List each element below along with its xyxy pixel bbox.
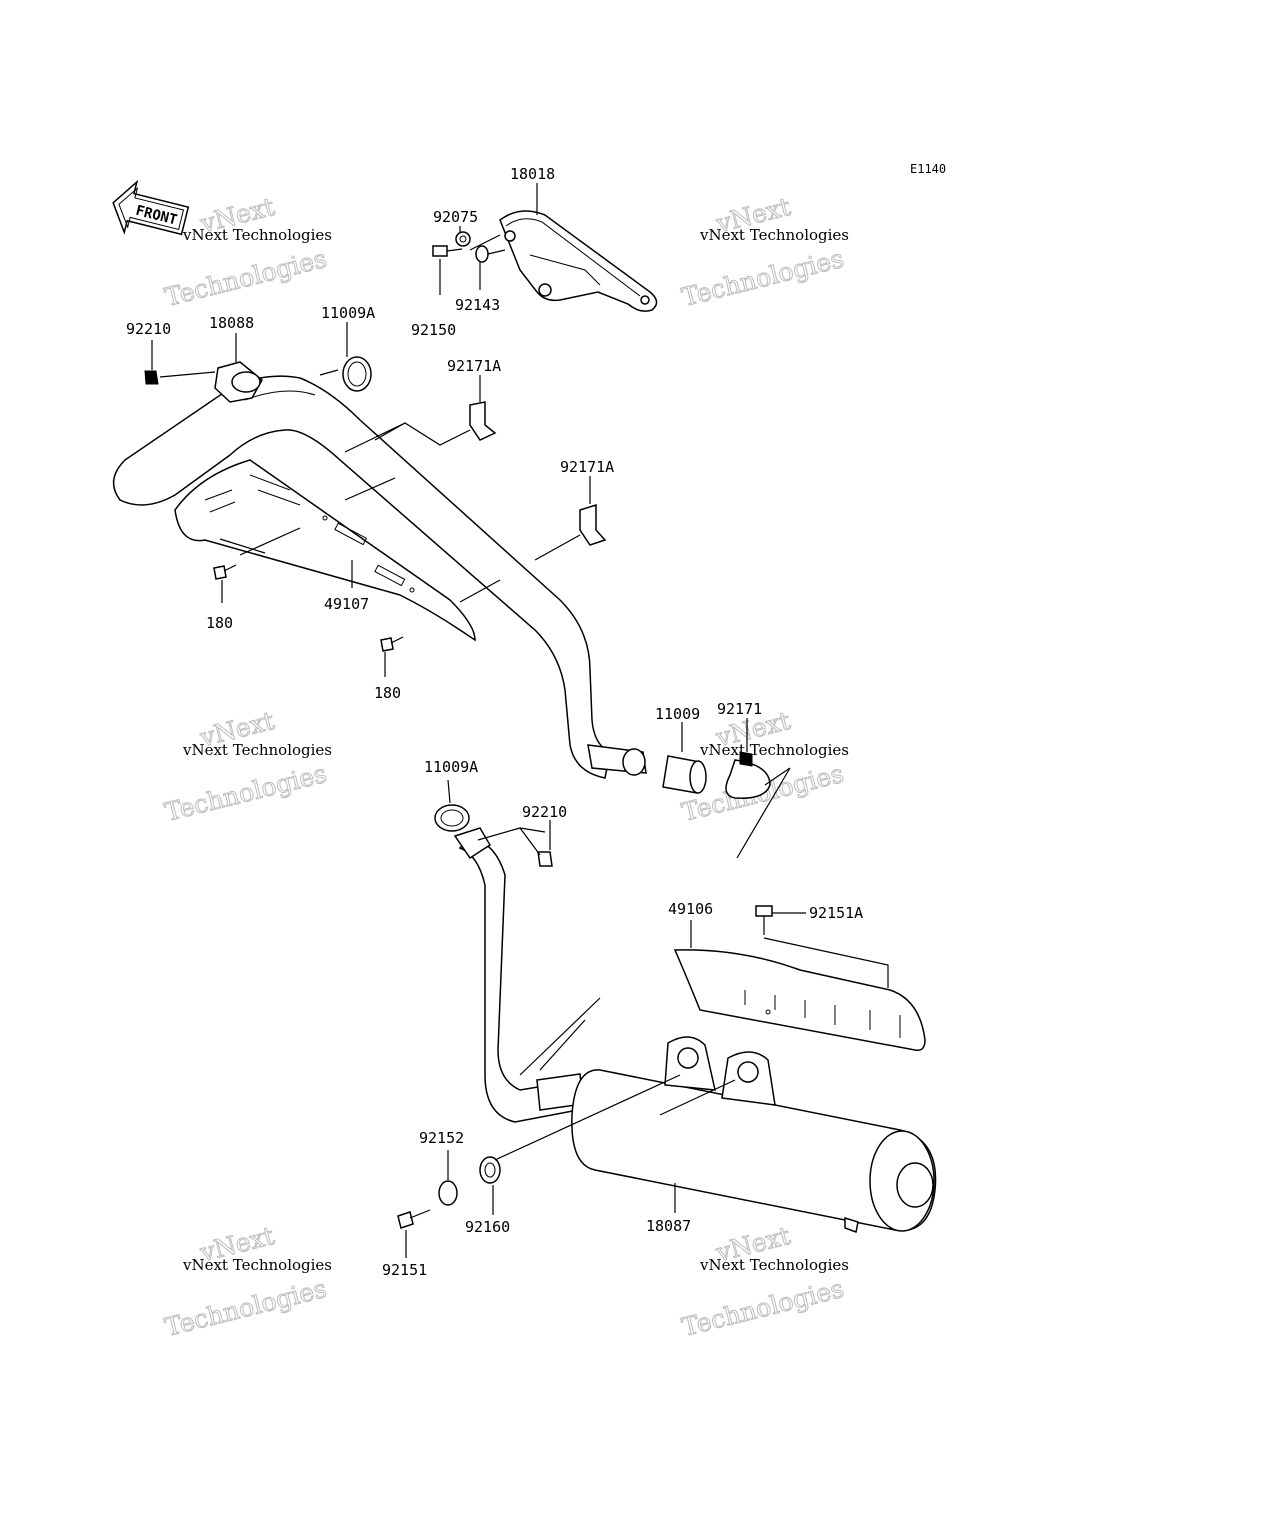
label-18087: 18087: [646, 1217, 691, 1235]
part-18018-bracket: [499, 210, 658, 312]
front-arrow-icon: FRONT: [112, 179, 190, 236]
svg-text:Technologies: Technologies: [679, 1274, 847, 1342]
part-180-screw-2: [380, 636, 404, 652]
svg-text:Technologies: Technologies: [162, 759, 330, 827]
svg-text:vNext Technologies: vNext Technologies: [699, 226, 849, 244]
part-92151-bolt: [397, 1209, 431, 1229]
leader-lines: [151, 183, 889, 1258]
label-92210-top: 92210: [126, 320, 171, 338]
part-header-pipe-upper: [112, 361, 647, 779]
label-92143: 92143: [455, 296, 500, 314]
part-92171-clamp: [725, 740, 771, 799]
watermark-5: vNext vNext Technologies Technologies: [161, 1221, 332, 1343]
watermark-2: vNext vNext Technologies Technologies: [678, 191, 849, 312]
part-11009-joint: [662, 755, 707, 794]
label-92151: 92151: [382, 1261, 427, 1279]
part-92150-bolt: [432, 245, 463, 257]
part-92171A-bracket-1: [469, 401, 497, 441]
part-header-pipe-lower: [453, 827, 584, 1123]
label-18088: 18088: [209, 314, 254, 332]
label-11009: 11009: [655, 705, 700, 723]
label-92152: 92152: [419, 1129, 464, 1147]
part-49107-heat-guard: [174, 459, 476, 642]
part-18087-muffler: [571, 1036, 937, 1234]
svg-text:Technologies: Technologies: [679, 244, 847, 312]
label-11009A-top: 11009A: [321, 304, 375, 322]
label-92171: 92171: [717, 700, 762, 718]
label-49107: 49107: [324, 595, 369, 613]
part-92171A-bracket-2: [579, 503, 607, 546]
part-92151A-bolt: [755, 905, 773, 935]
part-11009A-gasket-bottom: [434, 804, 470, 832]
part-92160-grommet: [479, 1156, 501, 1184]
svg-text:vNext Technologies: vNext Technologies: [699, 1256, 849, 1274]
part-92143-collar: [475, 245, 489, 263]
label-11009A-bottom: 11009A: [424, 758, 478, 776]
label-92160: 92160: [465, 1218, 510, 1236]
label-92151A: 92151A: [809, 904, 863, 922]
diagram-code: E1140: [910, 162, 946, 176]
part-92152-washer: [438, 1180, 458, 1206]
watermark-6: vNext vNext Technologies Technologies: [678, 1221, 849, 1343]
watermark-3: vNext vNext Technologies Technologies: [161, 706, 332, 828]
label-18018: 18018: [510, 165, 555, 183]
part-11009A-gasket-top: [342, 356, 372, 392]
svg-text:Technologies: Technologies: [162, 244, 330, 312]
label-92150: 92150: [411, 321, 456, 339]
part-92075-washer: [455, 231, 471, 247]
label-92171A-2: 92171A: [560, 458, 614, 476]
part-49106-heat-guard: [673, 949, 926, 1052]
label-180-2: 180: [374, 684, 401, 702]
part-92210-nut-bottom: [537, 851, 553, 867]
label-49106: 49106: [668, 900, 713, 918]
part-92210-nut-top: [144, 370, 159, 385]
svg-text:vNext Technologies: vNext Technologies: [182, 226, 332, 244]
part-180-screw-1: [213, 564, 237, 580]
svg-text:vNext Technologies: vNext Technologies: [182, 1256, 332, 1274]
label-92171A-1: 92171A: [447, 357, 501, 375]
svg-text:Technologies: Technologies: [162, 1274, 330, 1342]
label-92075: 92075: [433, 208, 478, 226]
label-180-1: 180: [206, 614, 233, 632]
part-labels: 18018 92075 92143 92150 92210 18088 1100…: [126, 165, 863, 1279]
svg-text:vNext Technologies: vNext Technologies: [699, 741, 849, 759]
svg-text:vNext Technologies: vNext Technologies: [182, 741, 332, 759]
label-92210-bottom: 92210: [522, 803, 567, 821]
